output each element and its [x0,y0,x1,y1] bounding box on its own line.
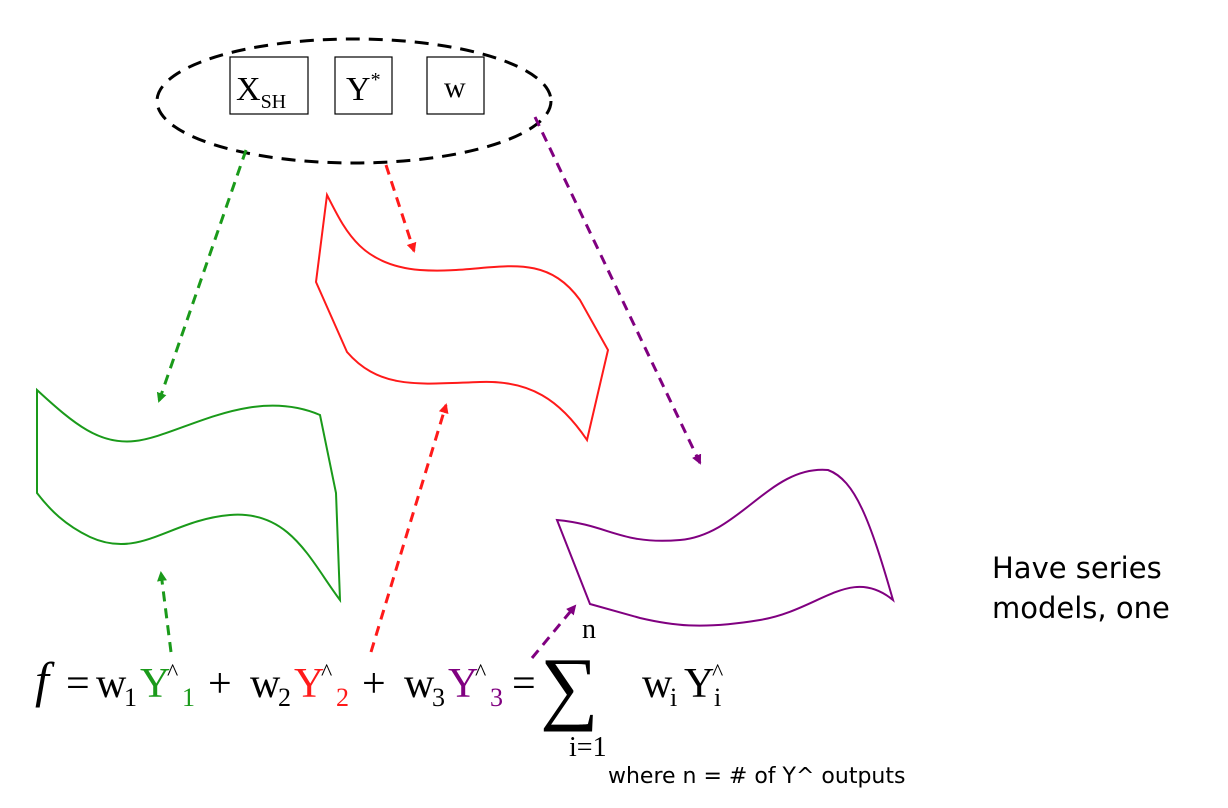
arrow-y2-to-red [369,403,449,653]
arrow-y1-to-green [157,571,173,653]
model-surface-green [36,387,342,604]
side-note-text: Have series models, one [992,551,1170,625]
formula-w2: w [250,661,281,707]
formula-y2: Y [294,661,324,707]
formula-w3: w [404,661,435,707]
input-w-label: w [444,71,466,104]
formula-sum-upper: n [582,614,596,645]
formula: f = w 1 Y ^ 1 + w 2 Y ^ 2 + w 3 Y ^ 3 = … [35,602,734,766]
formula-sum-lower: i=1 [569,732,607,763]
input-box-xsh [229,56,309,115]
formula-f: f [35,652,55,708]
formula-wi: w [642,661,673,707]
formula-eq: = [66,661,90,707]
input-ystar-label: Y* [346,69,381,108]
input-xsh-label: XSH [236,71,286,113]
formula-sum: ∑ [540,641,598,732]
input-group-ellipse [155,37,553,165]
formula-eq2: = [512,661,536,707]
formula-plus2: + [362,661,386,707]
arrow-input-to-purple [533,116,702,465]
formula-y1: Y [140,661,170,707]
arrow-input-to-green [156,149,248,403]
model-surface-purple [555,468,895,627]
model-surface-red [314,191,610,443]
formula-w1: w [96,661,127,707]
arrow-y3-to-purple [530,604,577,659]
footnote-n-definition: where n = # of Y^ outputs [608,764,906,789]
input-box-ystar [334,56,393,115]
arrow-input-to-red [384,164,417,253]
formula-y3: Y [448,661,478,707]
formula-plus1: + [208,661,232,707]
formula-yi: Y [684,661,714,707]
input-box-w [426,56,485,115]
